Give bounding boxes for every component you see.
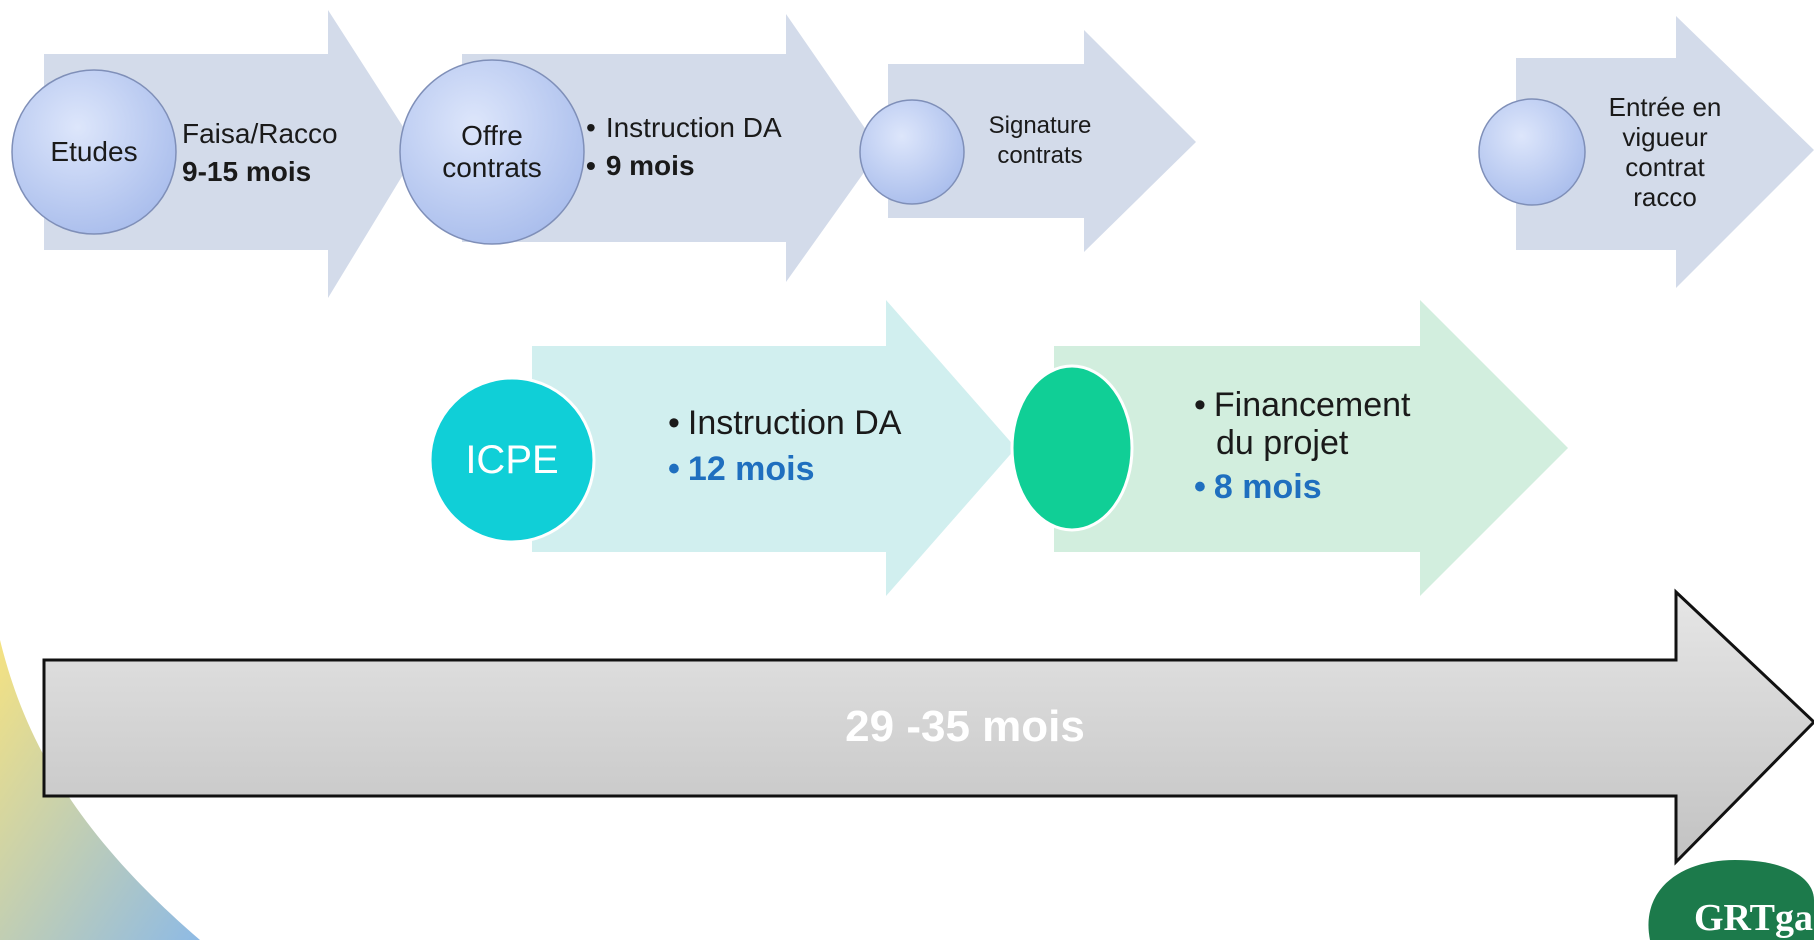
faisa-racco-duration: 9-15 mois — [182, 156, 312, 187]
icpe-label: ICPE — [465, 438, 559, 482]
circle-icpe — [428, 376, 596, 544]
instruction-da-item: Instruction DA — [606, 112, 782, 144]
offre-contrats-line1: Offre — [461, 120, 523, 151]
faisa-racco-title: Faisa/Racco — [182, 118, 338, 149]
logo-text: GRTga — [1694, 897, 1814, 939]
entree-vigueur-line2: vigueur — [1622, 122, 1708, 152]
circle-financement — [1010, 364, 1134, 532]
financement-item-line1: Financement — [1194, 386, 1411, 425]
signature-line1: Signature — [988, 112, 1092, 139]
circle-offre-contrats — [399, 59, 585, 245]
icpe-duration: 12 mois — [668, 450, 815, 489]
circle-etudes — [11, 69, 177, 235]
circle-signature — [859, 99, 965, 205]
arrow-offre-contrats — [462, 14, 880, 282]
decorative-swoosh — [0, 640, 200, 940]
entree-vigueur-line4: racco — [1633, 182, 1697, 212]
arrow-financement — [1054, 300, 1568, 596]
timeline-arrow — [42, 588, 1814, 866]
arrow-entree-vigueur — [1516, 16, 1814, 288]
icpe-instruction-da-item: Instruction DA — [668, 404, 902, 443]
etudes-label: Etudes — [50, 136, 138, 167]
entree-vigueur-line1: Entrée en — [1608, 92, 1722, 122]
entree-vigueur-line3: contrat — [1625, 152, 1705, 182]
arrow-signature — [888, 30, 1196, 252]
financement-duration: 8 mois — [1194, 468, 1322, 507]
logo-leaf-icon — [1648, 860, 1814, 940]
financement-item-line2: du projet — [1216, 424, 1349, 462]
signature-line2: contrats — [997, 142, 1083, 169]
instruction-da-duration: 9 mois — [606, 150, 695, 182]
timeline-label: 29 -35 mois — [845, 702, 1085, 751]
circle-entree-vigueur — [1478, 98, 1586, 206]
arrow-icpe — [532, 300, 1016, 596]
offre-contrats-line2: contrats — [442, 152, 542, 183]
